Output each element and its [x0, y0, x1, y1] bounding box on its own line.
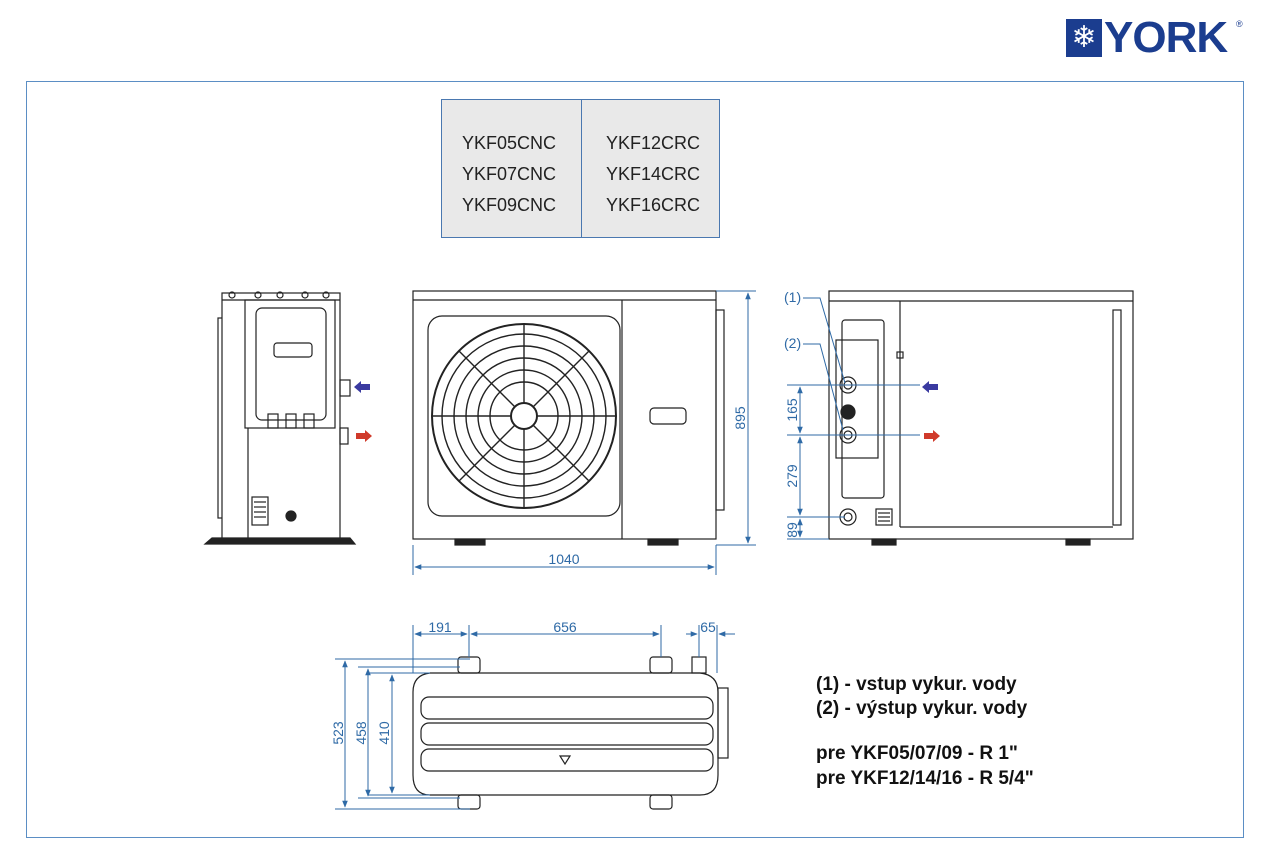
top-view [412, 656, 729, 810]
dim-height: 895 [732, 406, 748, 430]
model-table-divider [581, 100, 582, 237]
right-side-view [828, 290, 1134, 546]
right-dimensions [787, 297, 920, 540]
callout-2: (2) [784, 335, 801, 351]
model-left-3: YKF09CNC [462, 195, 557, 215]
front-dimensions [412, 290, 756, 575]
dim-width: 1040 [548, 551, 579, 567]
dim-279: 279 [784, 464, 800, 488]
registered-mark: ® [1236, 19, 1243, 29]
dim-89: 89 [784, 522, 800, 538]
inlet-arrow-right-icon [922, 381, 938, 393]
legend-line-3: pre YKF05/07/09 - R 1" [816, 743, 1018, 764]
model-table: YKF05CNC YKF07CNC YKF09CNC YKF12CRC YKF1… [441, 99, 720, 238]
model-right-1: YKF12CRC [606, 133, 701, 153]
callout-1: (1) [784, 289, 801, 305]
dim-191: 191 [428, 619, 452, 635]
dim-656: 656 [553, 619, 577, 635]
dim-65: 65 [700, 619, 716, 635]
snowflake-icon: ❄ [1066, 19, 1102, 57]
front-view [412, 290, 725, 546]
legend-line-2: (2) - výstup vykur. vody [816, 698, 1028, 719]
brand-name: YORK [1104, 13, 1228, 62]
dim-410: 410 [376, 721, 392, 745]
model-left-1: YKF05CNC [462, 133, 557, 153]
model-left-2: YKF07CNC [462, 164, 557, 184]
model-right-2: YKF14CRC [606, 164, 701, 184]
york-logo: ❄ YORK ® [1066, 15, 1243, 61]
top-dimensions [335, 625, 735, 810]
model-right-3: YKF16CRC [606, 195, 701, 215]
dim-458: 458 [353, 721, 369, 745]
side-view [203, 291, 357, 545]
legend-line-4: pre YKF12/14/16 - R 5/4" [816, 768, 1034, 789]
outlet-arrow-icon [356, 430, 372, 442]
legend-line-1: (1) - vstup vykur. vody [816, 674, 1017, 695]
outlet-arrow-right-icon [924, 430, 940, 442]
fan-icon [431, 323, 617, 509]
dim-165: 165 [784, 398, 800, 422]
drawing-frame [26, 81, 1244, 838]
inlet-arrow-icon [354, 381, 370, 393]
dim-523: 523 [330, 721, 346, 745]
